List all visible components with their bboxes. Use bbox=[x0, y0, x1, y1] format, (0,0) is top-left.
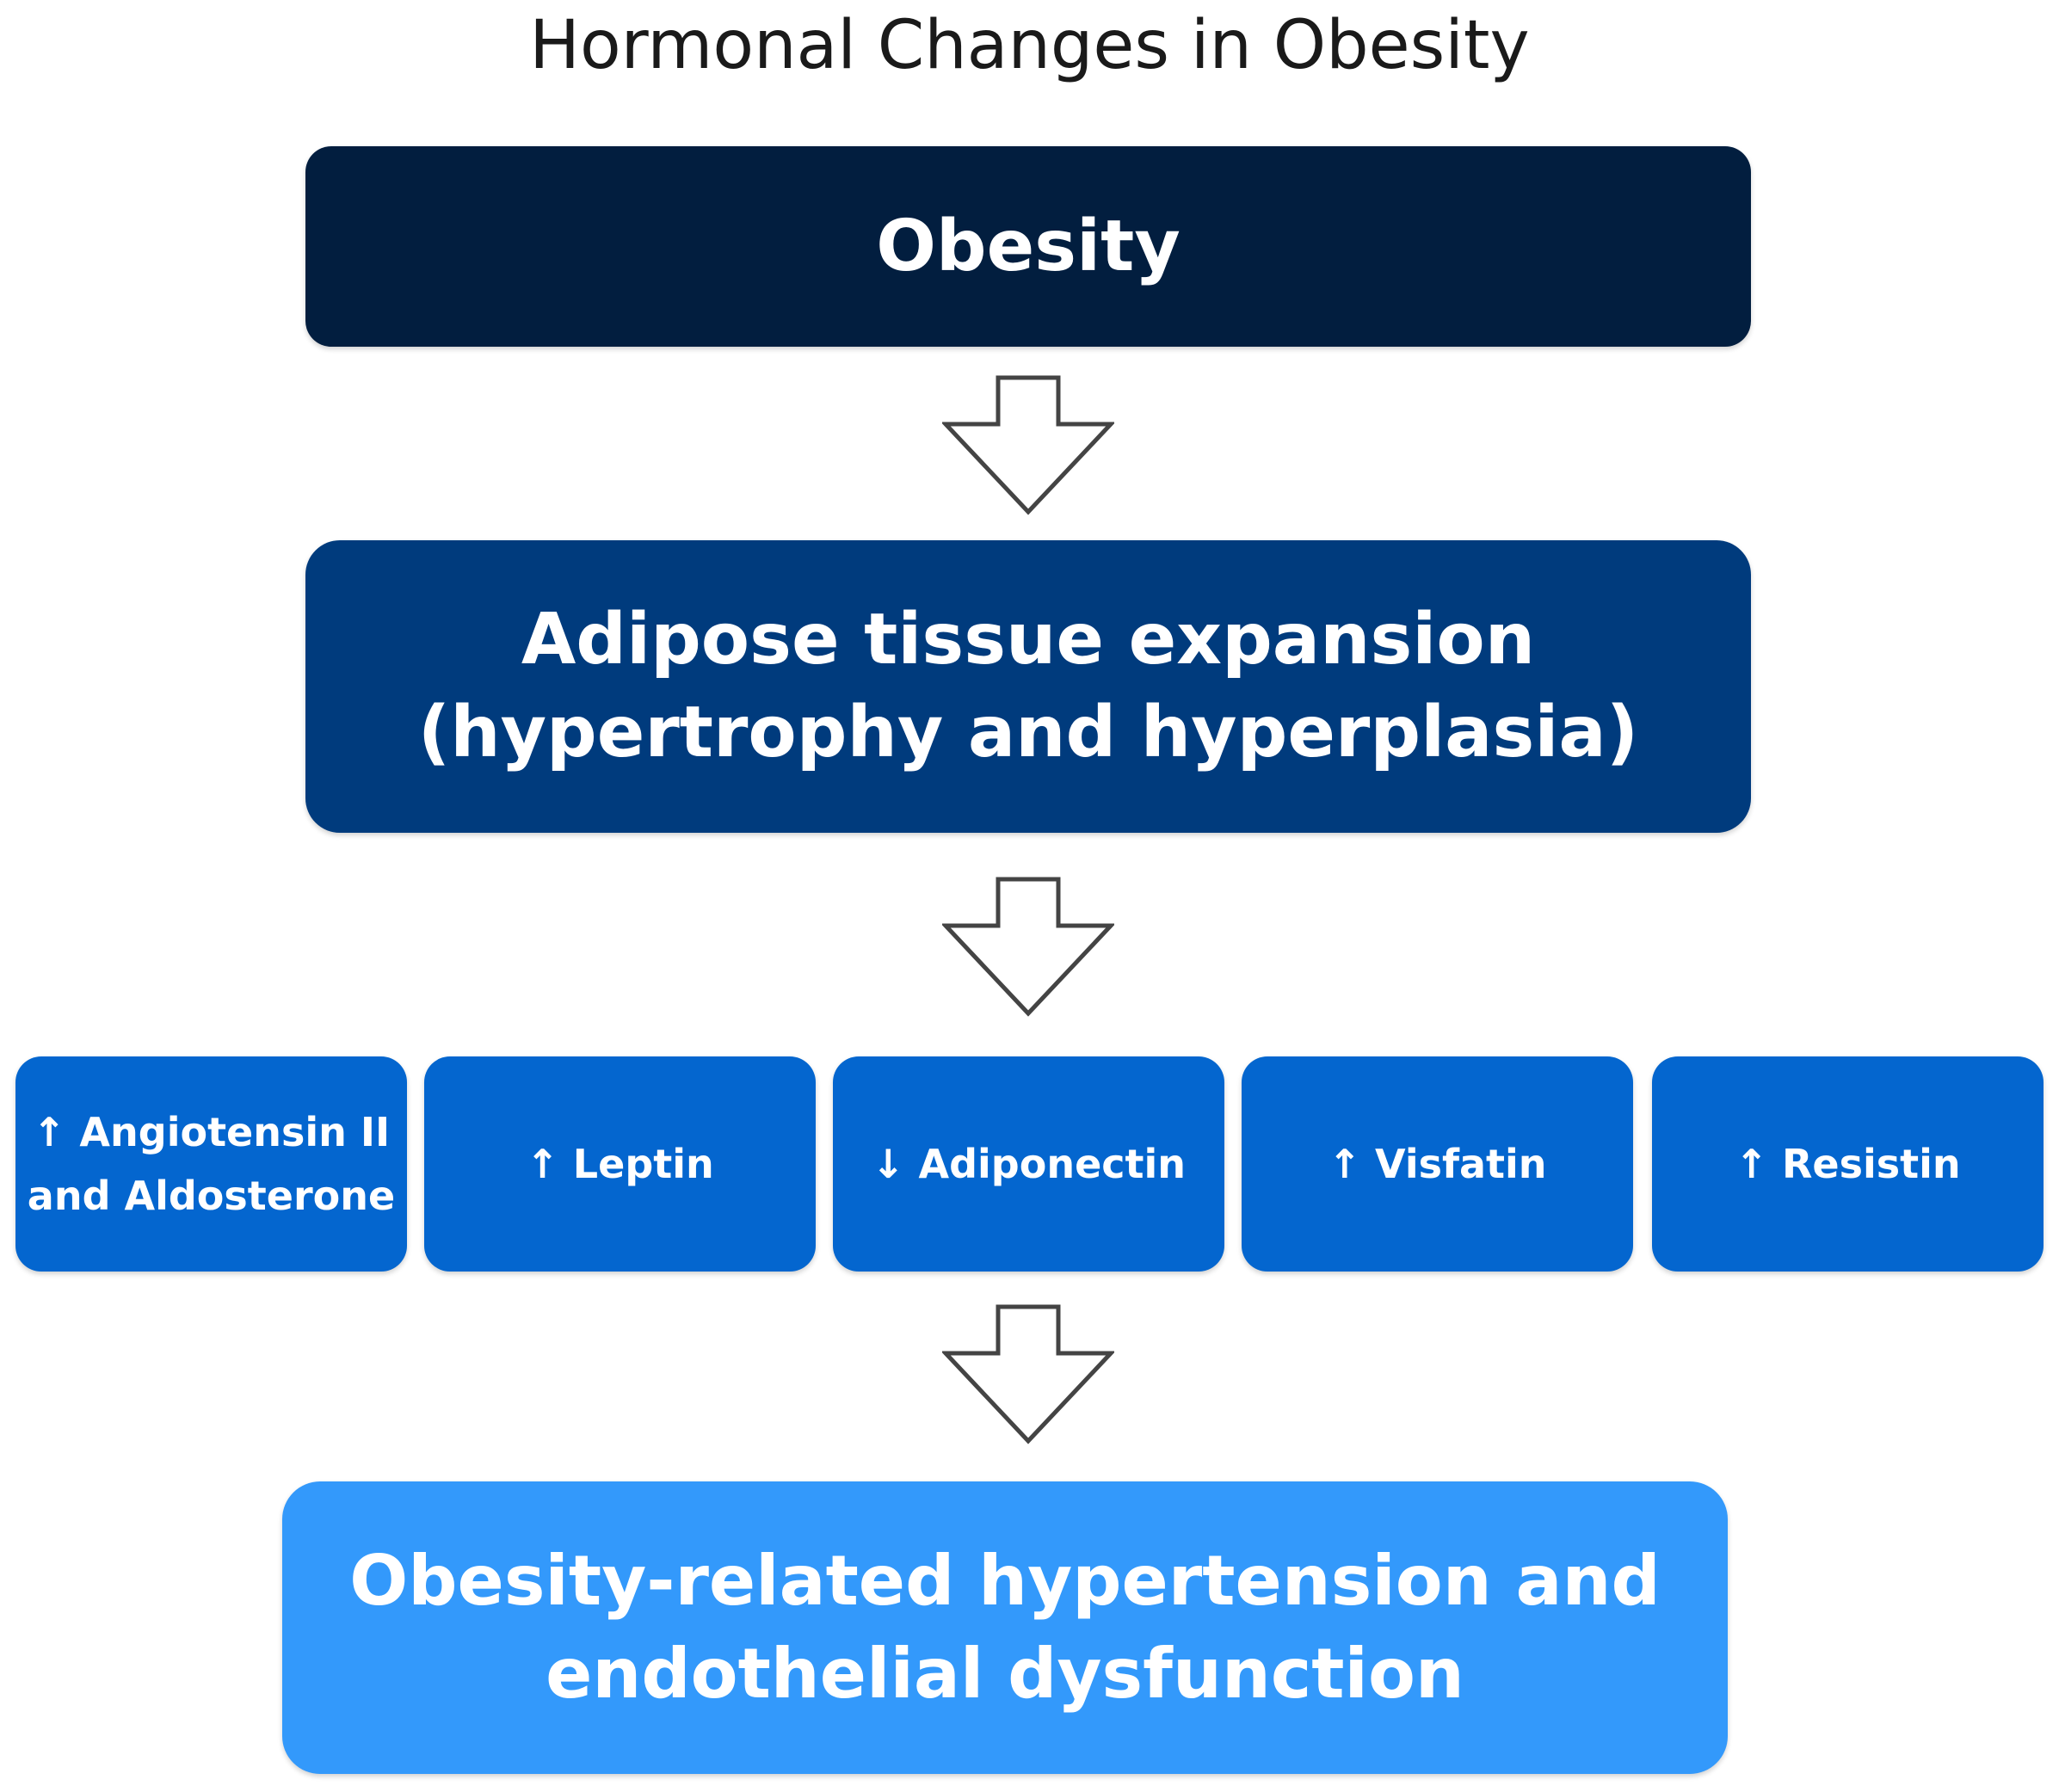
down-arrow-shape bbox=[942, 375, 1114, 515]
down-arrow-shape bbox=[942, 1304, 1114, 1444]
down-arrow-icon bbox=[942, 877, 1114, 1017]
hormone-label-line1: ↓ Adiponectin bbox=[871, 1141, 1187, 1187]
node-hormone-visfatin: ↑ Visfatin bbox=[1242, 1056, 1633, 1272]
down-arrow-icon bbox=[942, 1304, 1114, 1444]
node-obesity: Obesity bbox=[305, 146, 1751, 347]
node-hormone-resistin: ↑ Resistin bbox=[1652, 1056, 2044, 1272]
node-hormone-leptin: ↑ Leptin bbox=[424, 1056, 816, 1272]
down-arrow-shape bbox=[942, 877, 1114, 1017]
hormone-label-line1: ↑ Angiotensin II bbox=[32, 1109, 391, 1155]
node-adipose-line2: (hypertrophy and hyperplasia) bbox=[417, 692, 1639, 773]
node-obesity-label: Obesity bbox=[876, 206, 1181, 287]
diagram-title: Hormonal Changes in Obesity bbox=[529, 7, 1530, 84]
node-adipose-line1: Adipose tissue expansion bbox=[521, 599, 1536, 680]
node-adipose-expansion: Adipose tissue expansion (hypertrophy an… bbox=[305, 540, 1751, 833]
hormone-label-line1: ↑ Leptin bbox=[526, 1141, 714, 1187]
node-hormone-adiponectin: ↓ Adiponectin bbox=[833, 1056, 1224, 1272]
node-outcome-hypertension: Obesity-related hypertension and endothe… bbox=[282, 1481, 1728, 1774]
hormone-label-line2: and Aldosterone bbox=[27, 1173, 396, 1219]
node-hormone-angiotensin-aldosterone: ↑ Angiotensin II and Aldosterone bbox=[15, 1056, 407, 1272]
node-outcome-line1: Obesity-related hypertension and bbox=[349, 1541, 1661, 1621]
hormone-label-line1: ↑ Visfatin bbox=[1328, 1141, 1547, 1187]
node-outcome-line2: endothelial dysfunction bbox=[546, 1634, 1464, 1714]
down-arrow-icon bbox=[942, 375, 1114, 515]
hormone-label-line1: ↑ Resistin bbox=[1735, 1141, 1961, 1187]
